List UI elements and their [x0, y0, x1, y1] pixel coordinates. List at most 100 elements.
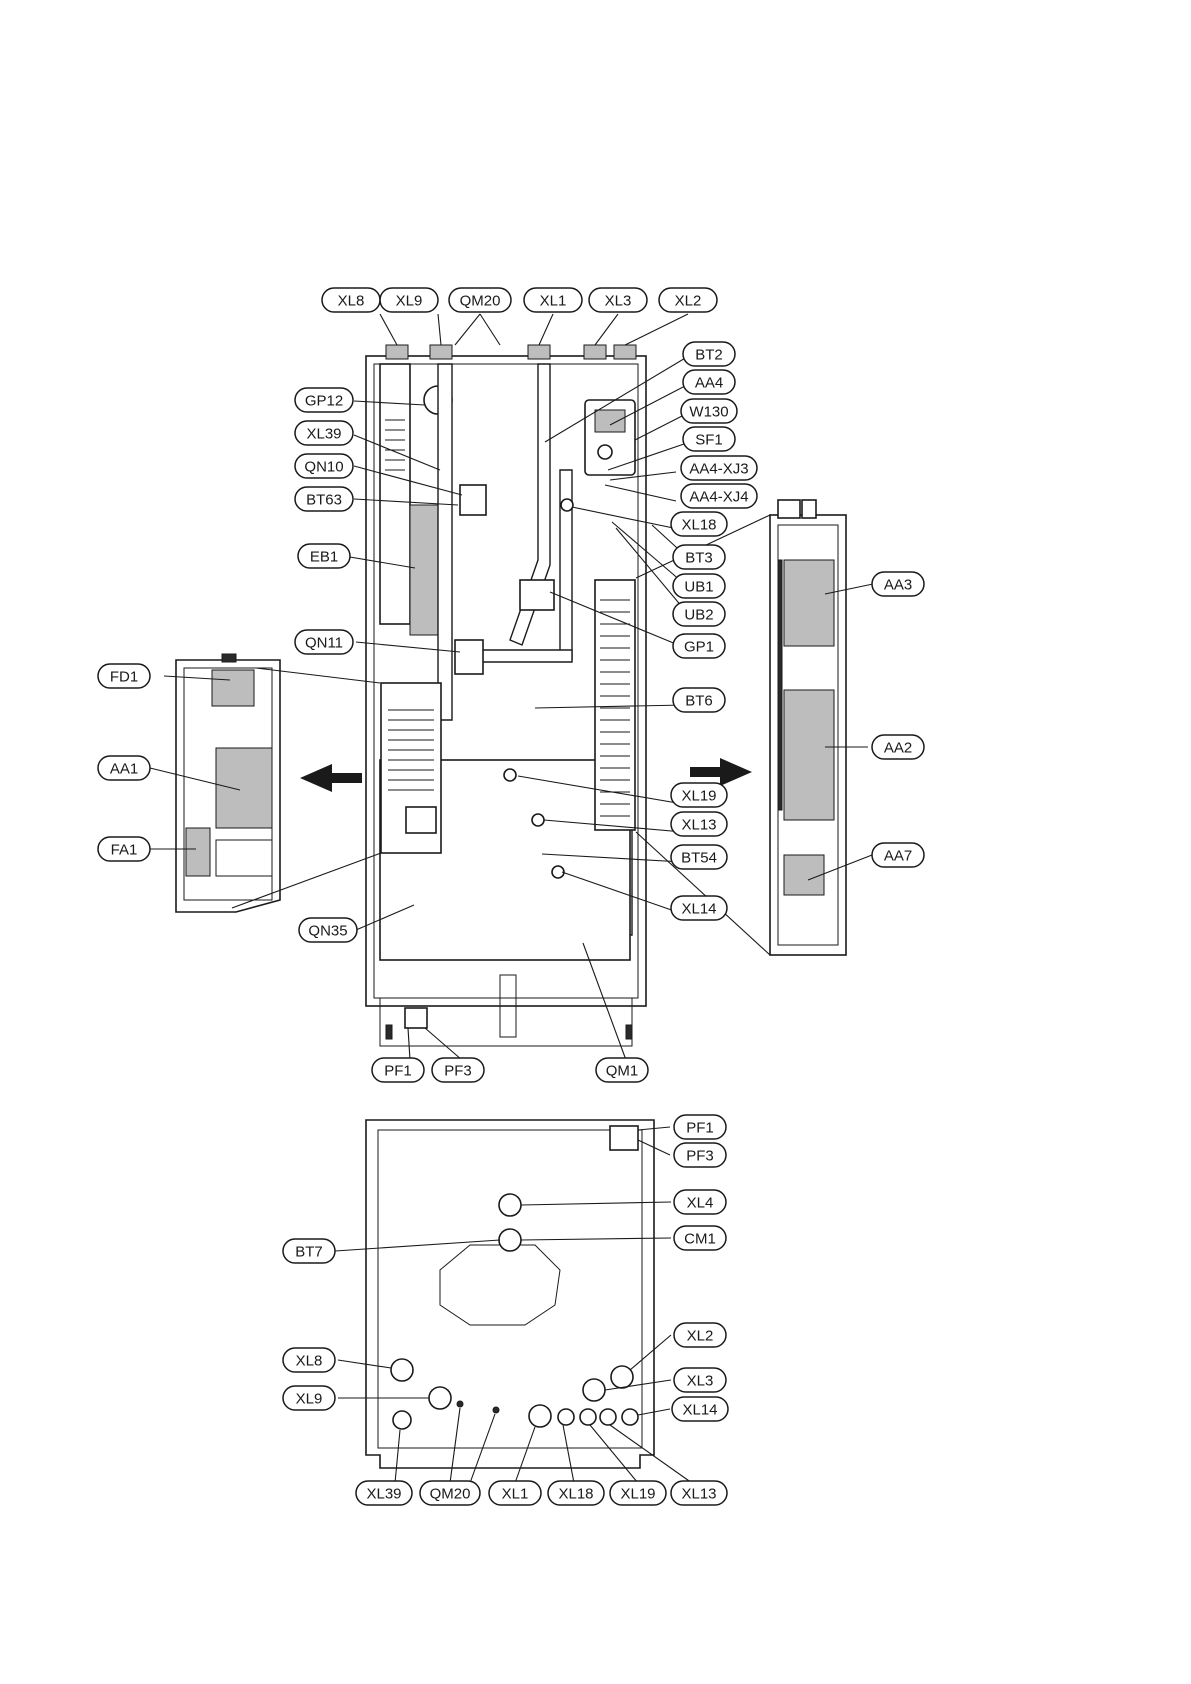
callout-label: UB2	[684, 607, 713, 624]
callout-bt6: BT6	[673, 688, 725, 712]
callout-label: BT6	[685, 693, 713, 710]
right-panel-top-connector	[778, 500, 800, 518]
top-connector-xl1	[528, 345, 550, 359]
valve-qn10	[460, 485, 486, 515]
top-port-xl18	[558, 1409, 574, 1425]
callout-aa7: AA7	[872, 843, 924, 867]
callout-label: AA3	[884, 577, 912, 594]
callout-cm1: CM1	[674, 1226, 726, 1250]
top-port-xl1	[529, 1405, 551, 1427]
callout-aa4: AA4	[683, 370, 735, 394]
top-port-qm20-a	[457, 1401, 463, 1407]
callout-qm20: QM20	[449, 288, 511, 312]
callout-label: CM1	[684, 1231, 716, 1248]
callout-bt2: BT2	[683, 342, 735, 366]
callout-label: PF1	[686, 1120, 714, 1137]
callout-label: BT3	[685, 550, 713, 567]
top-port-xl13	[600, 1409, 616, 1425]
top-port-xl8	[391, 1359, 413, 1381]
callout-xl8-top: XL8	[283, 1348, 335, 1372]
callout-label: QM20	[430, 1486, 471, 1503]
callout-ub1: UB1	[673, 574, 725, 598]
callout-label: XL19	[620, 1486, 655, 1503]
callout-label: XL14	[682, 1402, 717, 1419]
callout-bt63: BT63	[295, 487, 353, 511]
display-screen	[595, 410, 625, 432]
circuit-board-aa1	[216, 748, 272, 828]
left-foot	[386, 1025, 392, 1039]
callout-label: XL9	[296, 1391, 323, 1408]
callout-label: W130	[689, 404, 728, 421]
callout-label: BT54	[681, 850, 717, 867]
port-xl19	[504, 769, 516, 781]
callout-aa2: AA2	[872, 735, 924, 759]
callout-pf3: PF3	[432, 1058, 484, 1082]
panel-mount-tab	[222, 654, 236, 662]
right-panel-top-connector-2	[802, 500, 816, 518]
component-fd1	[212, 670, 254, 706]
callout-xl2: XL2	[659, 288, 717, 312]
callout-label: XL18	[558, 1486, 593, 1503]
callout-label: XL39	[306, 426, 341, 443]
top-port-qm20-b	[493, 1407, 499, 1413]
callout-label: BT7	[295, 1244, 323, 1261]
front-view	[366, 345, 646, 1046]
callout-qm1: QM1	[596, 1058, 648, 1082]
callout-label: XL1	[502, 1486, 529, 1503]
top-connector-xl3	[584, 345, 606, 359]
top-port-xl39	[393, 1411, 411, 1429]
callout-xl19: XL19	[671, 783, 727, 807]
callout-label: AA2	[884, 740, 912, 757]
callout-xl14-top: XL14	[672, 1397, 728, 1421]
callout-label: PF3	[686, 1148, 714, 1165]
callout-label: AA4	[695, 375, 723, 392]
callout-label: QN35	[308, 923, 347, 940]
callout-label: XL8	[338, 293, 365, 310]
callout-sf1: SF1	[683, 427, 735, 451]
callout-pf1-top: PF1	[674, 1115, 726, 1139]
callout-aa3: AA3	[872, 572, 924, 596]
top-port-xl19	[580, 1409, 596, 1425]
callout-xl3: XL3	[589, 288, 647, 312]
callout-label: EB1	[310, 549, 338, 566]
callout-label: BT63	[306, 492, 342, 509]
top-port-xl9	[429, 1387, 451, 1409]
callout-fa1: FA1	[98, 837, 150, 861]
top-connector-xl9	[430, 345, 452, 359]
callout-bt54: BT54	[671, 845, 727, 869]
circuit-board-aa3	[784, 560, 834, 646]
component-fa1	[186, 828, 210, 876]
pump-gp1	[520, 580, 554, 610]
callout-label: AA7	[884, 848, 912, 865]
top-view	[366, 1120, 654, 1468]
right-detail-panel	[636, 500, 846, 955]
top-port-xl3	[583, 1379, 605, 1401]
callout-xl2-top: XL2	[674, 1323, 726, 1347]
callout-qn11: QN11	[295, 630, 353, 654]
callout-label: XL13	[681, 817, 716, 834]
immersion-heater	[410, 505, 440, 635]
callout-label: XL3	[605, 293, 632, 310]
callout-label: XL3	[687, 1373, 714, 1390]
callout-label: GP12	[305, 393, 343, 410]
callout-xl4: XL4	[674, 1190, 726, 1214]
callout-label: AA4-XJ4	[689, 489, 748, 506]
callout-label: QM20	[460, 293, 501, 310]
callout-bt3: BT3	[673, 545, 725, 569]
top-connector-xl8	[386, 345, 408, 359]
electrical-module-door	[406, 807, 436, 833]
callout-xl1: XL1	[524, 288, 582, 312]
callout-label: GP1	[684, 639, 714, 656]
top-port-xl2	[611, 1366, 633, 1388]
callout-qm20-top: QM20	[420, 1481, 480, 1505]
valve-qn11	[455, 640, 483, 674]
callout-label: AA1	[110, 761, 138, 778]
callout-eb1: EB1	[298, 544, 350, 568]
callout-label: XL8	[296, 1353, 323, 1370]
arrow-right-icon	[690, 758, 752, 786]
callout-label: PF3	[444, 1063, 472, 1080]
callout-xl9-top: XL9	[283, 1386, 335, 1410]
callout-xl1-top: XL1	[489, 1481, 541, 1505]
callout-gp12: GP12	[295, 388, 353, 412]
